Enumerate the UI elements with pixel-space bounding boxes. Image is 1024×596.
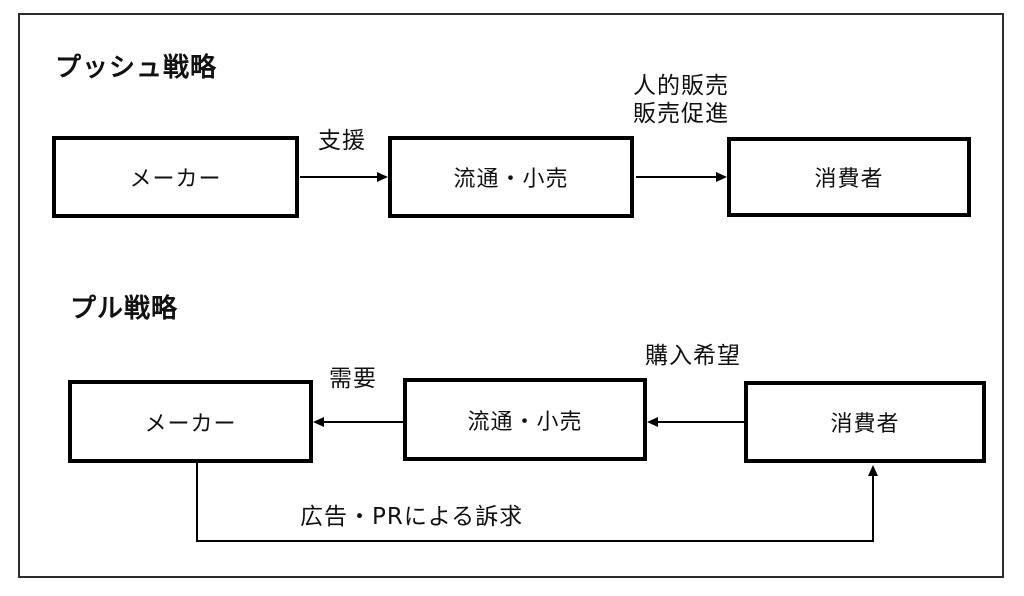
- pull-purchase-label: 購入希望: [645, 343, 741, 369]
- push-arrow-maker-to-retail-head: [377, 172, 388, 182]
- pull-maker-box: メーカー: [68, 380, 313, 463]
- pull-arrow-retail-to-maker-head: [313, 417, 324, 427]
- pull-ad-route-arrow-head: [868, 465, 878, 476]
- push-section-title: プッシュ戦略: [55, 53, 218, 83]
- push-promo-label-line1: 人的販売: [633, 73, 729, 99]
- pull-maker-label: メーカー: [144, 411, 237, 437]
- push-promo-label-line2: 販売促進: [633, 101, 729, 127]
- pull-arrow-consumer-to-retail-line: [658, 421, 744, 423]
- push-retail-label: 流通・小売: [453, 167, 569, 192]
- pull-ad-route-left-vertical-line: [196, 463, 198, 542]
- pull-ad-route-horizontal-line: [196, 540, 874, 542]
- push-arrow-retail-to-consumer-line: [636, 176, 717, 178]
- push-maker-label: メーカー: [129, 167, 222, 192]
- pull-arrow-consumer-to-retail-head: [647, 417, 658, 427]
- pull-consumer-box: 消費者: [744, 381, 986, 463]
- pull-ad-route-right-vertical-line: [872, 476, 874, 542]
- pull-ad-label: 広告・PRによる訴求: [300, 504, 524, 530]
- push-maker-box: メーカー: [52, 136, 299, 218]
- push-consumer-box: 消費者: [727, 137, 971, 217]
- pull-retail-box: 流通・小売: [403, 378, 647, 461]
- push-consumer-label: 消費者: [814, 167, 884, 192]
- pull-demand-label: 需要: [329, 366, 377, 392]
- pull-consumer-label: 消費者: [830, 412, 900, 437]
- push-arrow-retail-to-consumer-head: [716, 172, 727, 182]
- pull-retail-label: 流通・小売: [467, 409, 583, 435]
- diagram-frame: [18, 13, 1004, 578]
- push-arrow-maker-to-retail-line: [300, 176, 378, 178]
- push-support-label: 支援: [318, 128, 366, 154]
- push-retail-box: 流通・小売: [388, 136, 634, 218]
- pull-section-title: プル戦略: [70, 294, 179, 324]
- push-promo-label: 人的販売 販売促進: [633, 72, 729, 128]
- pull-arrow-retail-to-maker-line: [324, 421, 403, 423]
